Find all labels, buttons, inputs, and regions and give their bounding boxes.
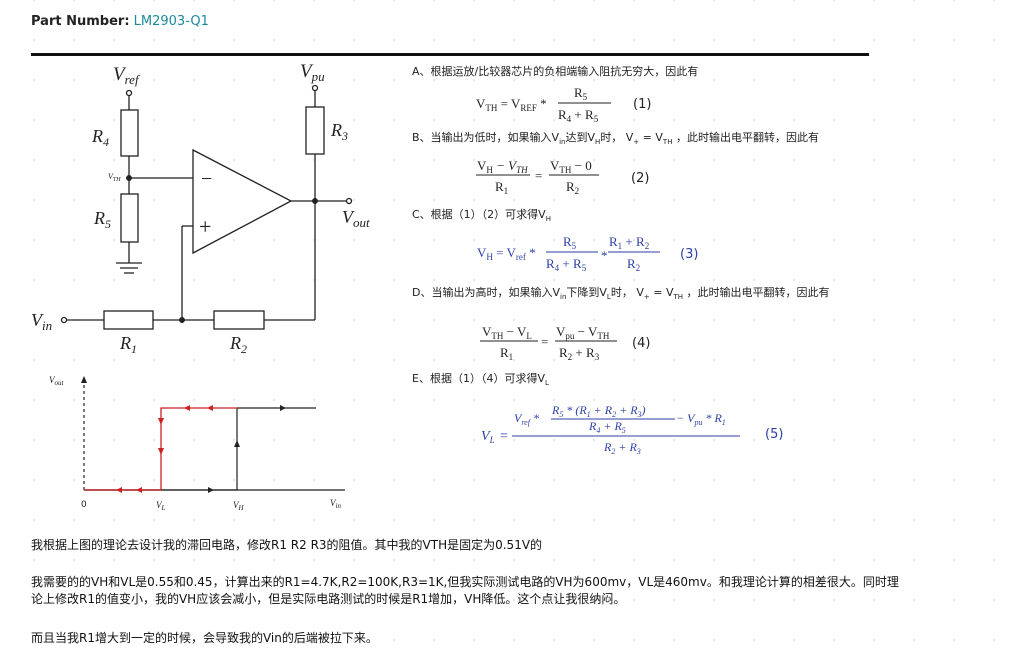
label-vout: Vout [342, 207, 370, 230]
svg-text:VTH = VREF *: VTH = VREF * [476, 96, 547, 113]
svg-text:=: = [535, 168, 542, 183]
graph-vl-label: VL [156, 500, 166, 512]
body-paragraph-2b: 论上修改R1的值变小，我的VH应该会减小，但是实际电路测试的时候是R1增加，VH… [31, 592, 626, 606]
label-r5: R5 [93, 208, 111, 231]
part-number-label: Part Number: [31, 14, 130, 29]
body-paragraph-3: 而且当我R1增大到一定的时候，会导致我的Vin的后端被拉下来。 [31, 631, 378, 645]
svg-text:=: = [541, 334, 548, 349]
label-r3: R3 [330, 120, 348, 143]
svg-text:Vpu − VTH: Vpu − VTH [556, 324, 610, 341]
resistor-r4 [120, 109, 139, 157]
label-vpu: Vpu [300, 61, 325, 84]
label-vref: Vref [113, 64, 141, 87]
label-vth: VTH [108, 172, 121, 183]
graph-vh-label: VH [233, 500, 245, 512]
hysteresis-graph [81, 376, 345, 493]
svg-text:R5: R5 [563, 234, 577, 251]
resistor-r5 [120, 193, 139, 243]
opamp-minus: − [201, 168, 212, 190]
graph-origin: 0 [81, 500, 87, 510]
opamp-triangle [192, 148, 293, 255]
svg-text:(3): (3) [680, 247, 698, 262]
label-vin: Vin [31, 310, 52, 333]
equation-3: VH = Vref * R5 R4 + R5 * R1 + R2 R2 (3) [477, 234, 698, 273]
label-r4: R4 [91, 126, 109, 149]
svg-text:VTH − 0: VTH − 0 [550, 158, 592, 175]
svg-text:− Vpu * R1: − Vpu * R1 [676, 411, 726, 427]
step-b-text: B、当输出为低时，如果输入Vin达到VH时， V+ = VTH ，此时输出电平翻… [412, 130, 819, 146]
svg-text:R1: R1 [495, 179, 508, 196]
resistor-r3 [305, 106, 325, 155]
equation-1: VTH = VREF * R5 R4 + R5 (1) [476, 85, 651, 124]
svg-text:R2 + R3: R2 + R3 [603, 440, 641, 456]
svg-text:R1: R1 [500, 345, 513, 362]
resistor-r2 [213, 310, 265, 330]
resistor-r1 [103, 310, 154, 330]
step-a-text: A、根据运放/比较器芯片的负相端输入阻抗无穷大，因此有 [412, 64, 698, 78]
svg-text:VH − VTH: VH − VTH [477, 158, 528, 175]
equation-4: VTH − VL R1 = Vpu − VTH R2 + R3 (4) [480, 324, 650, 362]
circuit-schematic [60, 84, 353, 330]
equation-5: VL = Vref * R5 * (R1 + R2 + R3) R4 + R5 … [481, 403, 783, 456]
graph-vin-label: Vin [330, 498, 341, 510]
step-c-text: C、根据（1）（2）可求得VH [412, 207, 551, 223]
part-number-link[interactable]: LM2903-Q1 [133, 14, 209, 29]
svg-text:R2: R2 [566, 179, 579, 196]
svg-text:VH = Vref *: VH = Vref * [477, 245, 536, 262]
step-d-text: D、当输出为高时，如果输入Vin下降到VL时， V+ = VTH ，此时输出电平… [412, 285, 830, 301]
step-e-text: E、根据（1）（4）可求得VL [412, 371, 549, 387]
svg-text:R4 + R5: R4 + R5 [588, 419, 626, 435]
svg-text:(5): (5) [765, 427, 783, 442]
svg-text:(2): (2) [631, 171, 649, 186]
part-number: Part Number: LM2903-Q1 [31, 14, 209, 29]
opamp-plus: + [199, 214, 211, 239]
body-paragraph-2a: 我需要的的VH和VL是0.55和0.45，计算出来的R1=4.7K,R2=100… [31, 575, 899, 589]
body-paragraph-1: 我根据上图的理论去设计我的滞回电路，修改R1 R2 R3的阻值。其中我的VTH是… [31, 538, 543, 552]
svg-text:(1): (1) [633, 97, 651, 112]
svg-text:R2: R2 [627, 256, 640, 273]
svg-text:R4 + R5: R4 + R5 [546, 256, 587, 273]
svg-text:R1 + R2: R1 + R2 [609, 234, 649, 251]
svg-text:VTH − VL: VTH − VL [482, 324, 532, 341]
svg-text:R5 * (R1 + R2 + R3): R5 * (R1 + R2 + R3) [551, 403, 646, 419]
graph-y-label: Vout [49, 375, 65, 387]
svg-text:Vref *: Vref * [514, 411, 539, 427]
label-r1: R1 [119, 333, 137, 356]
svg-text:(4): (4) [632, 336, 650, 351]
svg-text:VL: VL [481, 429, 495, 445]
svg-text:R2 + R3: R2 + R3 [559, 345, 600, 362]
divider-rule [31, 53, 869, 56]
svg-text:=: = [500, 429, 508, 444]
svg-text:R5: R5 [574, 85, 588, 102]
equation-2: VH − VTH R1 = VTH − 0 R2 (2) [476, 158, 649, 196]
label-r2: R2 [229, 333, 247, 356]
svg-text:*: * [601, 248, 608, 263]
svg-text:R4 + R5: R4 + R5 [558, 107, 599, 124]
